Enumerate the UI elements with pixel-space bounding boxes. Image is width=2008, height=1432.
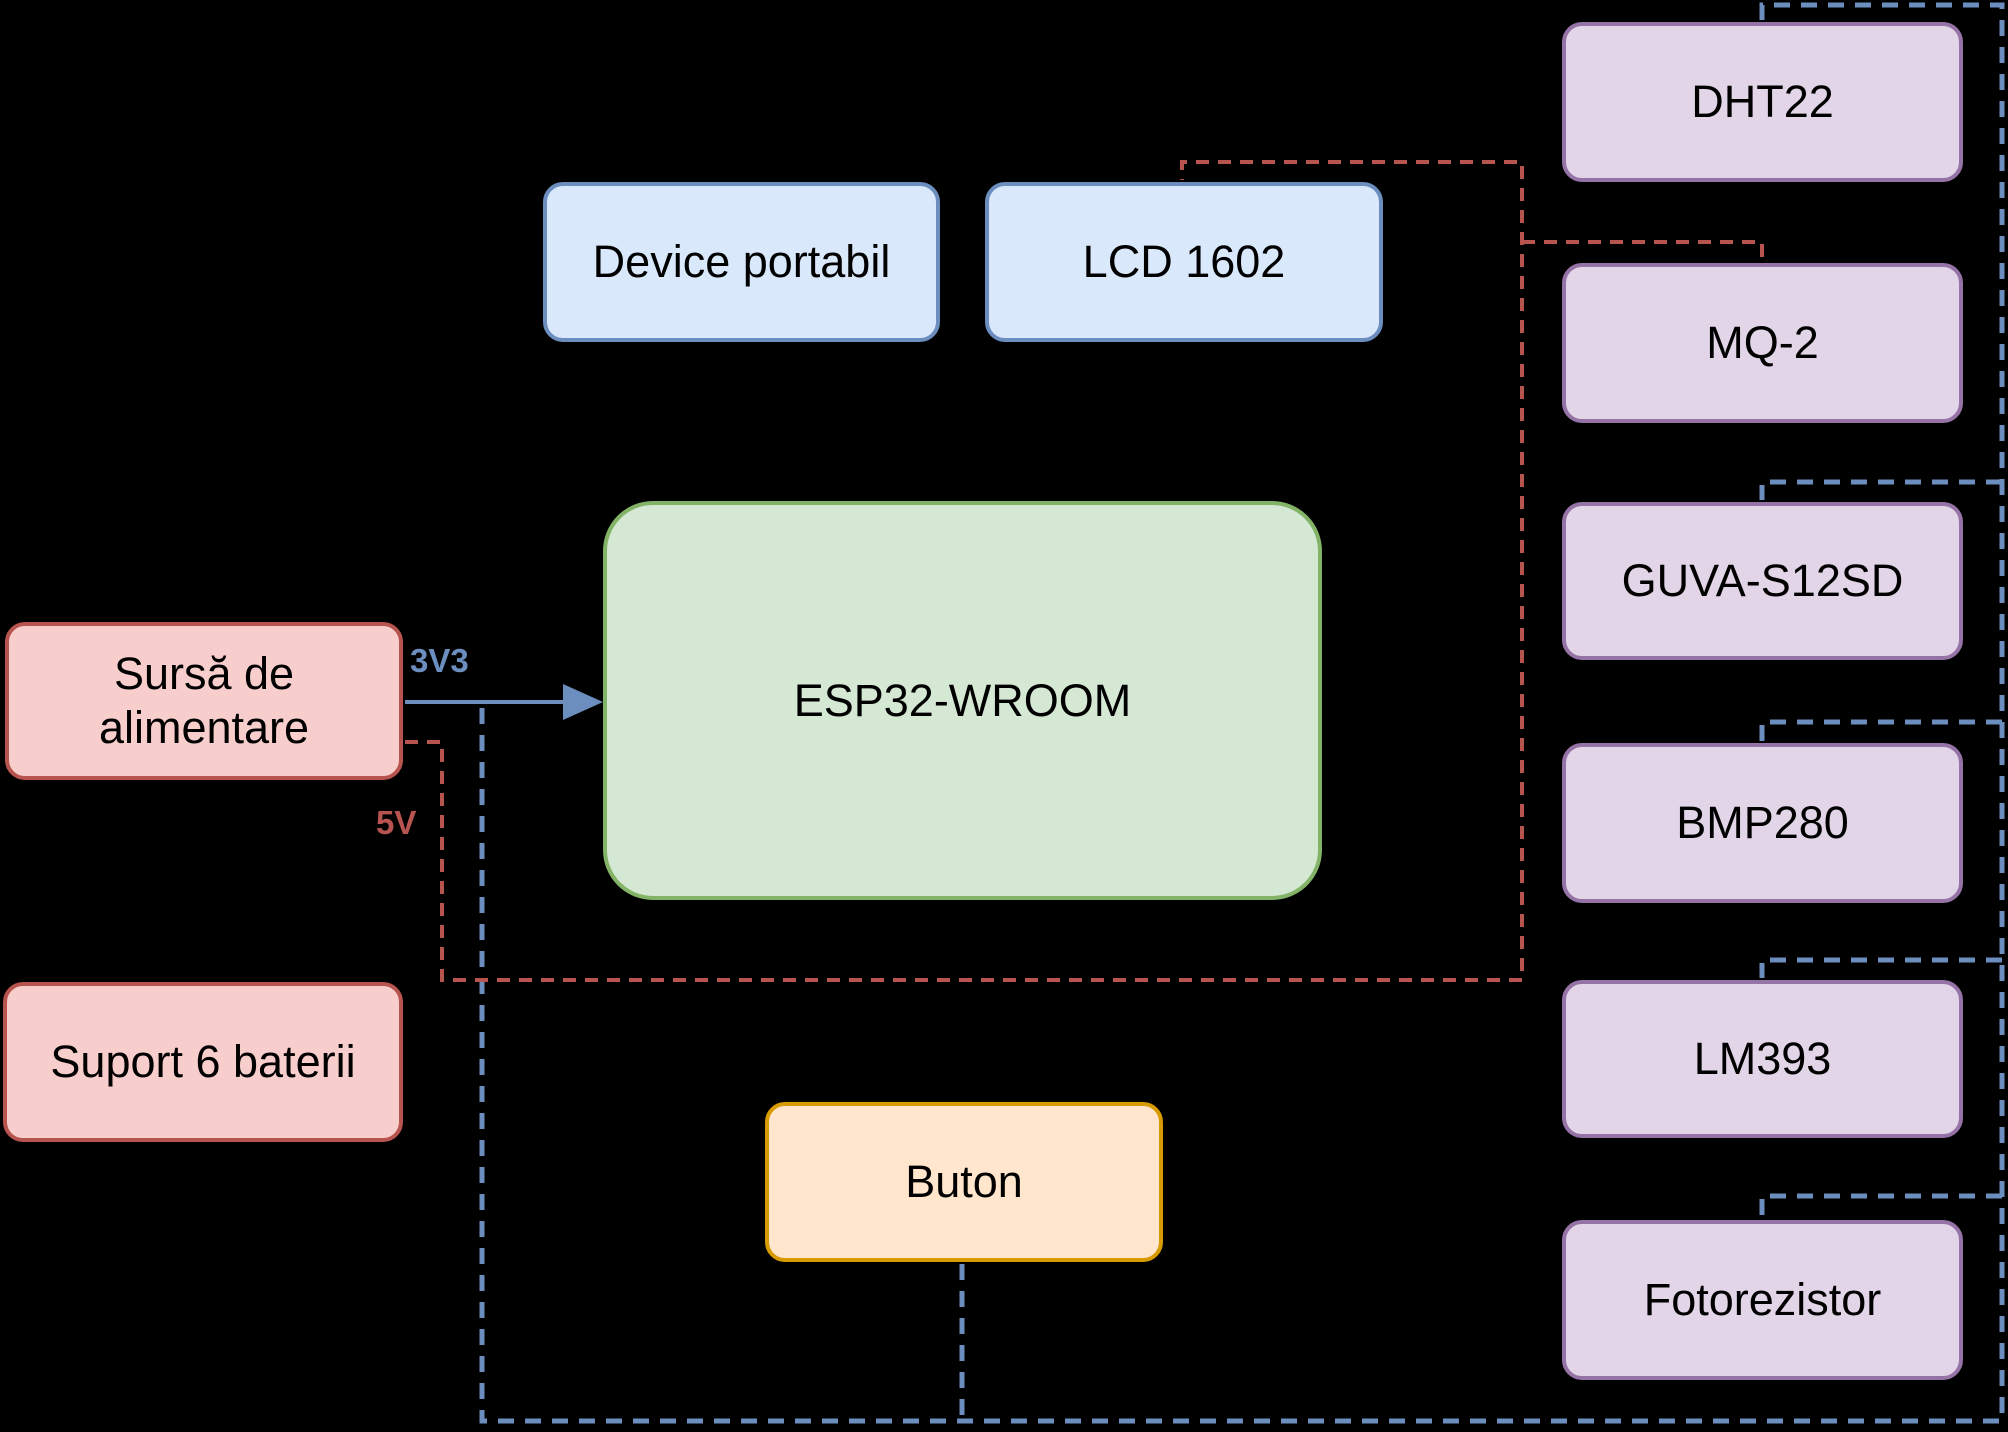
wire-branch-mq2: [1522, 240, 1764, 261]
node-label: BMP280: [1676, 797, 1849, 848]
node-label: ESP32-WROOM: [793, 674, 1132, 726]
wire-branch-lm393: [1759, 957, 2002, 978]
node-lcd-1602[interactable]: LCD 1602: [985, 182, 1383, 342]
node-mq2[interactable]: MQ-2: [1562, 263, 1963, 423]
node-label: LCD 1602: [1082, 236, 1286, 287]
node-label: Buton: [905, 1156, 1023, 1207]
node-buton[interactable]: Buton: [765, 1102, 1163, 1262]
node-lm393[interactable]: LM393: [1562, 980, 1963, 1138]
wire-5v-bus: [405, 160, 1524, 982]
wire-branch-guva: [1759, 479, 2002, 500]
node-fotorezistor[interactable]: Fotorezistor: [1562, 1220, 1963, 1380]
node-esp32-wroom[interactable]: ESP32-WROOM: [603, 501, 1322, 900]
node-label: GUVA-S12SD: [1621, 555, 1904, 606]
node-label: Suport 6 baterii: [50, 1036, 356, 1087]
wire-3v3-bus: [479, 2, 2005, 1424]
node-label: Device portabil: [592, 236, 891, 287]
arrowhead-icon: [563, 684, 603, 720]
node-label: DHT22: [1691, 76, 1834, 127]
node-dht22[interactable]: DHT22: [1562, 22, 1963, 182]
node-label: MQ-2: [1706, 317, 1819, 368]
node-suport-baterii[interactable]: Suport 6 baterii: [3, 982, 403, 1142]
node-guva-s12sd[interactable]: GUVA-S12SD: [1562, 502, 1963, 660]
wire-label-3v3: 3V3: [410, 642, 469, 679]
node-bmp280[interactable]: BMP280: [1562, 743, 1963, 903]
wire-branch-bmp280: [1759, 719, 2002, 741]
node-label: Fotorezistor: [1643, 1274, 1882, 1325]
node-label: LM393: [1693, 1033, 1832, 1084]
node-label: Sursă de alimentare: [98, 648, 310, 753]
node-sursa-alimentare[interactable]: Sursă de alimentare: [5, 622, 403, 780]
wire-label-5v: 5V: [376, 804, 417, 841]
node-device-portabil[interactable]: Device portabil: [543, 182, 940, 342]
wire-branch-fotorezistor: [1759, 1193, 2002, 1216]
